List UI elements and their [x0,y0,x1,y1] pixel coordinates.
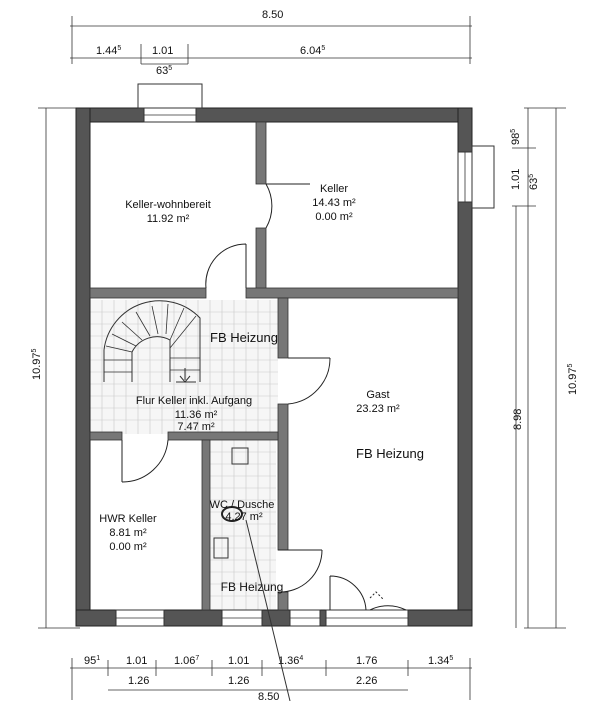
svg-text:6.045: 6.045 [300,45,325,57]
wall-upper-horizontal-right [245,287,459,299]
dim-bottom-sub-2: 1.26 [228,675,249,687]
outer-wall-top [75,107,473,123]
dim-bottom-sub-3: 2.26 [356,675,377,687]
dim-right-win-c-sup: 5 [528,174,535,178]
room-gast-heating: FB Heizung [356,446,424,461]
svg-text:1.345: 1.345 [428,655,453,667]
dim-top-total: 8.50 [262,9,283,21]
svg-text:1.445: 1.445 [96,45,121,57]
dim-right-total-sup: 5 [567,363,574,367]
door-hwr [121,439,169,483]
dim-right-win-c: 63 [528,178,540,190]
room-flur-area2: 7.47 m² [177,421,215,433]
dim-left-total: 10.97 [31,352,43,380]
sink-icon [213,537,229,559]
svg-text:10.975: 10.975 [567,363,579,395]
dim-bottom-total: 8.50 [258,691,279,701]
dim-bottom-3-sup: 7 [195,655,199,662]
dim-bottom-7: 1.34 [428,655,449,667]
wall-hwr-top [89,431,123,441]
room-flur-area: 11.36 m² [175,409,218,421]
tile-grid [90,300,278,610]
room-keller-wohn-name: Keller-wohnbereit [125,199,211,211]
dim-top-c: 6.04 [300,45,321,57]
dim-bottom-2: 1.01 [126,655,147,667]
dim-top-a-sup: 5 [117,45,121,52]
dim-top-c-sup: 5 [321,45,325,52]
windows [115,83,495,627]
room-gast-name: Gast [366,389,389,401]
dim-right-inner: 8.98 [512,409,524,430]
staircase [103,300,201,383]
room-wc-heating: FB Heizung [221,580,284,594]
left-dimension: 10.975 [31,107,80,629]
door-gast [287,357,331,405]
dim-bottom-3: 1.06 [174,655,195,667]
dim-top-a: 1.44 [96,45,117,57]
wall-gast-bottom-left [277,591,289,611]
bottom-dimensions: 951 1.01 1.067 1.01 1.364 1.76 1.345 1.2… [70,655,472,701]
room-flur-name: Flur Keller inkl. Aufgang [136,395,252,407]
door-keller-wohn [205,243,247,289]
right-dimensions: 10.975 8.98 985 1.01 635 [510,107,579,629]
room-gast-area: 23.23 m² [356,403,400,415]
svg-text:951: 951 [84,655,100,667]
wall-hwr-top-right [167,431,279,441]
door-wc [277,549,323,593]
doors [121,183,407,611]
dim-bottom-4: 1.01 [228,655,249,667]
outer-wall-left [75,107,91,627]
wc-fixtures [213,447,291,701]
room-keller-area: 14.43 m² [312,197,356,209]
door-keller [265,183,310,229]
dim-bottom-5-sup: 4 [299,655,303,662]
wall-upper-horizontal [89,287,207,299]
svg-text:985: 985 [510,129,522,145]
room-keller-name: Keller [320,183,348,195]
dim-bottom-1-sup: 1 [96,655,100,662]
dim-right-win-a-sup: 5 [510,129,517,133]
dim-left-total-sup: 5 [31,348,38,352]
dim-top-b: 1.01 [152,45,173,57]
svg-text:635: 635 [528,174,540,190]
dim-bottom-sub-1: 1.26 [128,675,149,687]
shower-tray [231,447,249,465]
wall-keller-split-low [255,227,267,291]
wall-hwr-wc [201,439,211,611]
room-wc-area: 4.27 m² [225,511,263,523]
dim-bottom-6: 1.76 [356,655,377,667]
room-keller-area2: 0.00 m² [315,211,353,223]
dim-bottom-7-sup: 5 [449,655,453,662]
room-hwr-area: 8.81 m² [109,527,147,539]
dim-top-sub-sup: 5 [168,65,172,72]
window-top [137,83,203,109]
room-hwr-area2: 0.00 m² [109,541,147,553]
dim-right-win-a: 98 [510,133,522,145]
svg-text:1.067: 1.067 [174,655,199,667]
room-labels: Keller-wohnbereit 11.92 m² Keller 14.43 … [99,183,424,594]
dim-right-win-b: 1.01 [510,169,522,190]
dim-top-sub: 63 [156,65,168,77]
top-dimensions: 8.50 1.445 1.01 6.045 635 [70,9,472,77]
room-hwr-name: HWR Keller [99,513,157,525]
door-terrace [329,575,407,611]
room-keller-wohn-area: 11.92 m² [147,213,190,225]
svg-text:635: 635 [156,65,172,77]
svg-text:10.975: 10.975 [31,348,43,380]
svg-text:1.364: 1.364 [278,655,303,667]
wall-gast-left-low [277,403,289,551]
wall-gast-left [277,297,289,359]
dim-right-total: 10.97 [567,367,579,395]
toilet-icon [221,506,243,522]
dim-bottom-1: 95 [84,655,96,667]
room-flur-heating: FB Heizung [210,330,278,345]
room-wc-name: WC / Dusche [210,499,275,511]
window-right [471,145,495,209]
wall-keller-split [255,121,267,185]
dim-bottom-5: 1.36 [278,655,299,667]
